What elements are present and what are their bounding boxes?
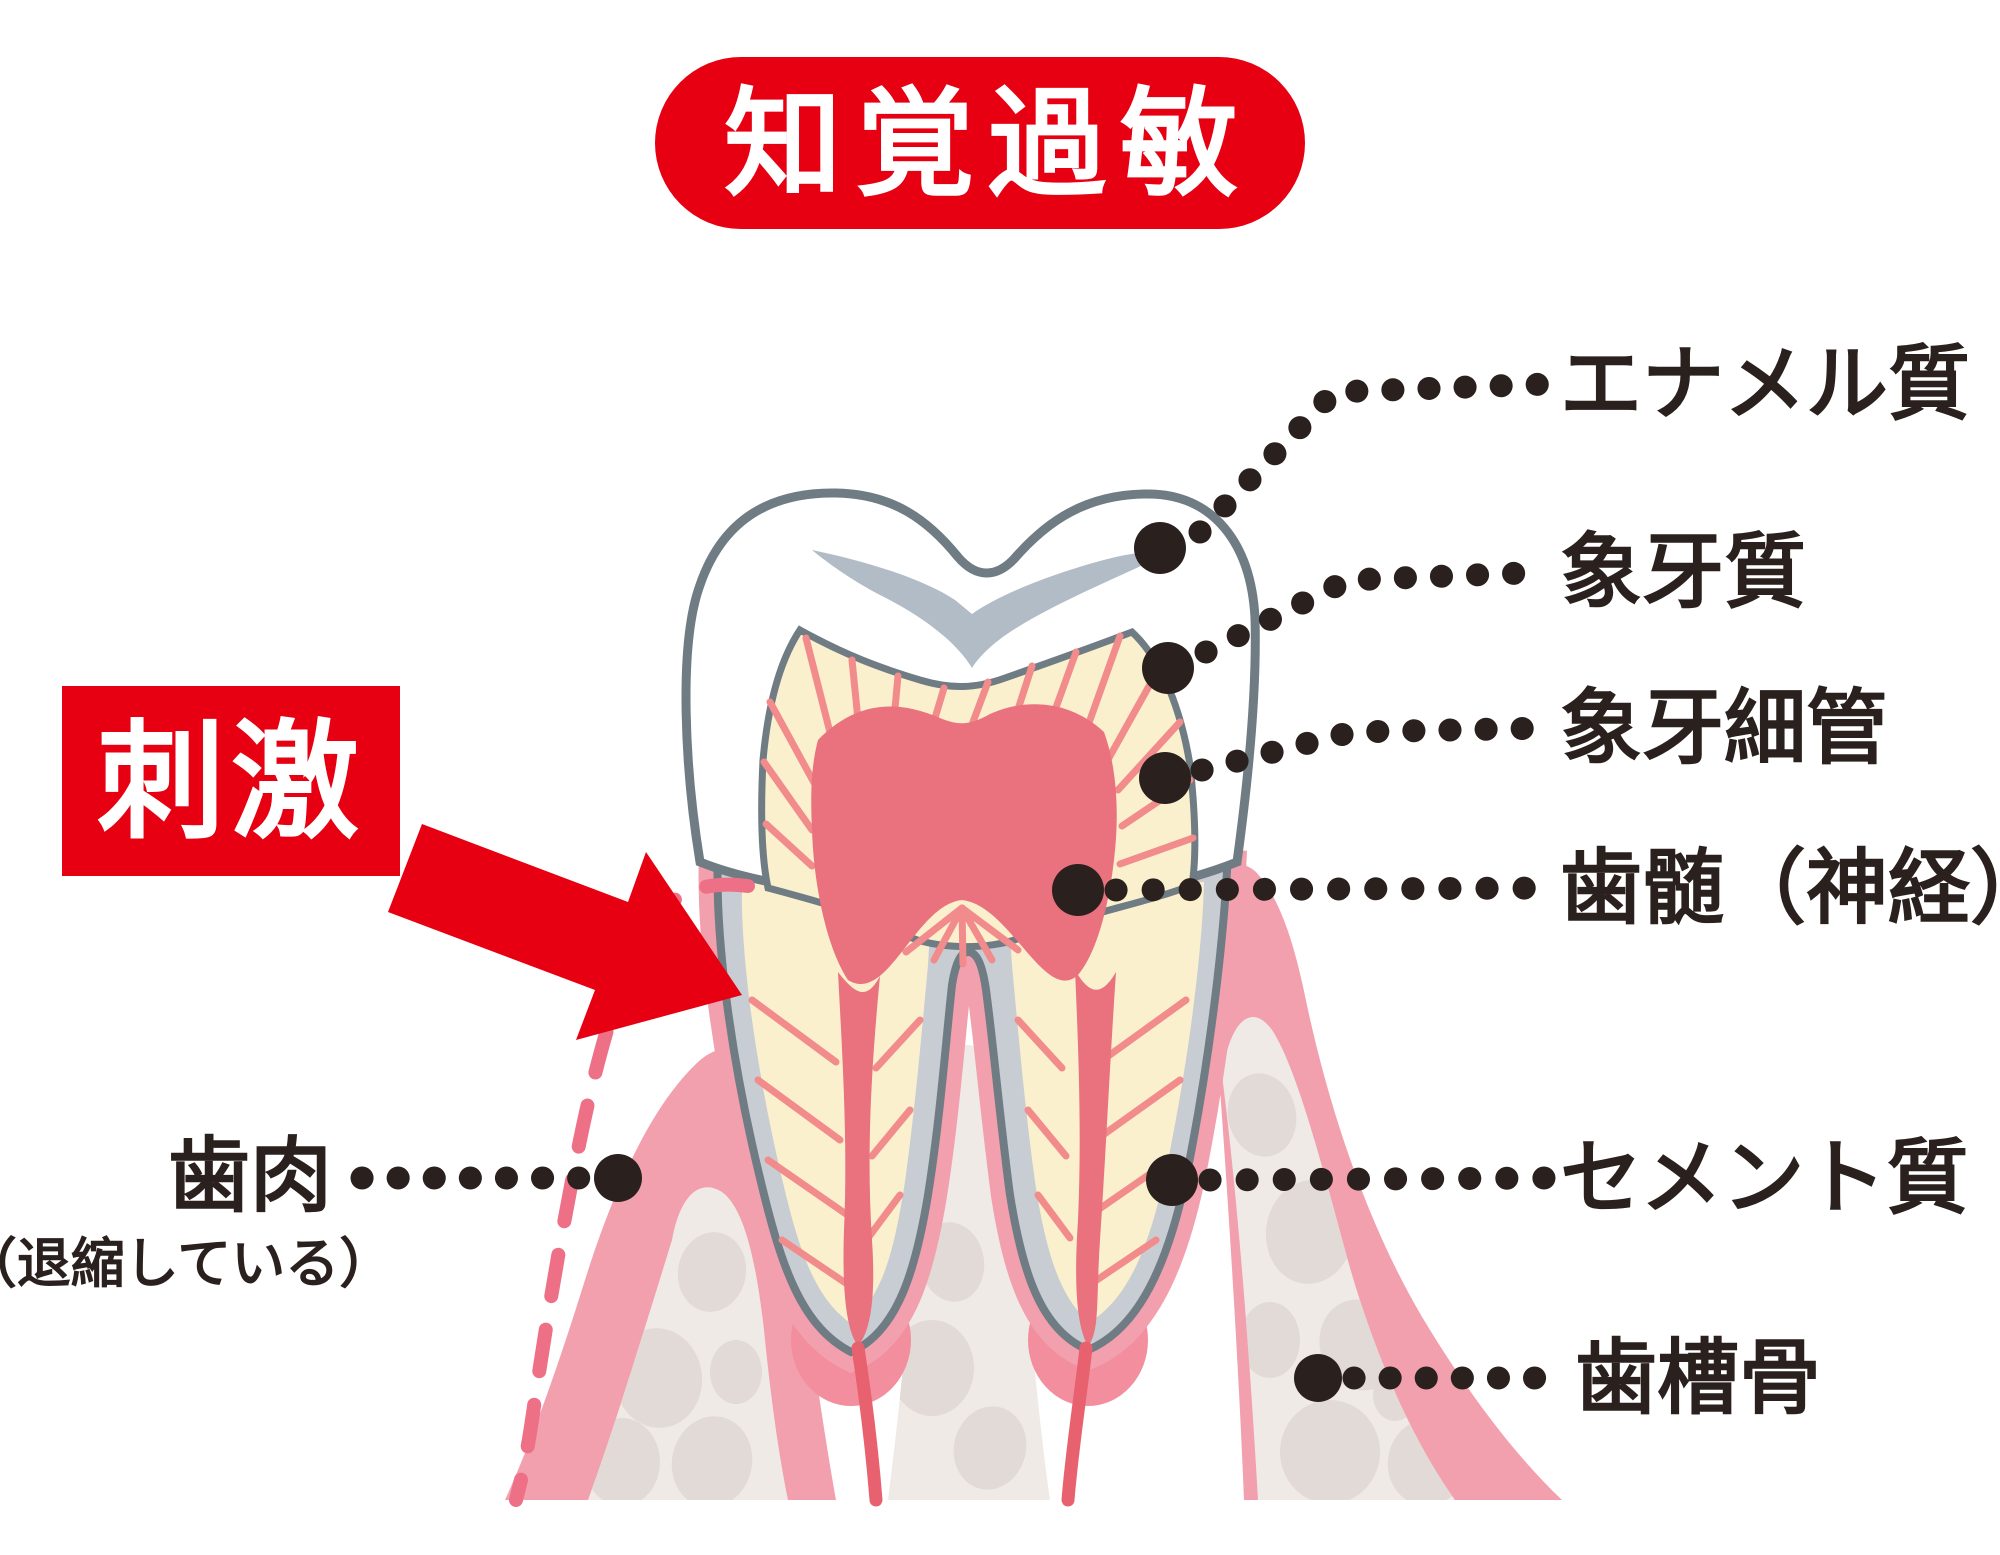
leader-lines: [350, 372, 1560, 1402]
pulp: [811, 704, 1117, 1507]
cementum-anchor-dot: [1146, 1154, 1198, 1206]
pulp-chamber: [811, 704, 1117, 985]
stimulus-arrow: [388, 824, 742, 1040]
nerve-thread-right: [1061, 1341, 1093, 1507]
label-dentin: 象牙質: [1560, 527, 1806, 618]
label-pulp-nerve: 歯髄（神経）: [1560, 843, 2000, 934]
title-badge-pill: [655, 57, 1305, 229]
label-gum-receding: （退縮している）: [0, 1234, 393, 1294]
enamel-leader: [1188, 372, 1560, 544]
occlusal-groove: [812, 550, 1168, 668]
label-alveolar-bone: 歯槽骨: [1575, 1333, 1821, 1424]
title-badge-label: 知覚過敏: [724, 79, 1252, 211]
label-cementum: セメント質: [1560, 1133, 1968, 1224]
nerve-thread-left: [851, 1341, 883, 1507]
anatomy-labels: エナメル質 象牙質 象牙細管 歯髄（神経） セメント質 歯槽骨 歯肉 （退縮して…: [0, 339, 2000, 1424]
root-canal-right: [1075, 970, 1116, 1346]
root-canal-left: [838, 972, 880, 1346]
dentin-leader: [1194, 560, 1560, 664]
pulp-leader: [1104, 876, 1560, 902]
stimulus-box: [62, 686, 400, 876]
title-badge: 知覚過敏: [655, 57, 1305, 229]
label-dentinal-tubules: 象牙細管: [1560, 683, 1888, 774]
stimulus-callout: 刺激: [62, 686, 400, 876]
pulp-anchor-dot: [1052, 864, 1104, 916]
label-enamel: エナメル質: [1560, 339, 1970, 430]
tubule-anchor-dot: [1139, 752, 1191, 804]
enamel-anchor-dot: [1134, 522, 1186, 574]
label-gum: 歯肉: [168, 1131, 332, 1222]
bone-anchor-dot: [1294, 1354, 1342, 1402]
tubule-leader: [1190, 716, 1560, 782]
gum-anchor-dot: [594, 1154, 642, 1202]
dentin-anchor-dot: [1142, 642, 1194, 694]
stimulus-label: 刺激: [97, 711, 365, 854]
